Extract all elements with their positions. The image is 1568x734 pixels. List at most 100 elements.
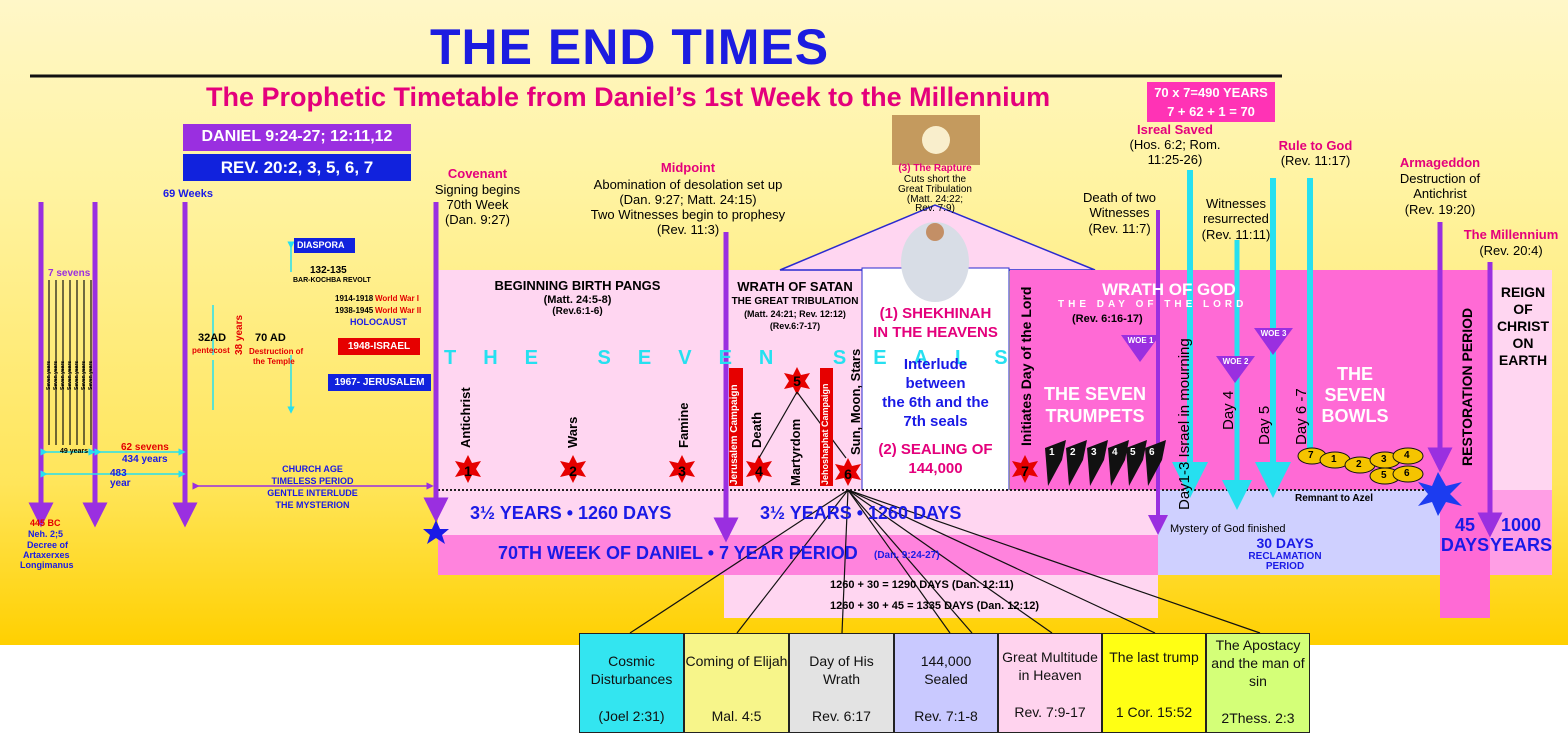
page-subtitle: The Prophetic Timetable from Daniel’s 1s… [206,82,1051,112]
ww1-years: 1914-1918 [335,294,374,303]
seven-years-label: Seven years [88,360,94,390]
midpoint-line-3: (Dan. 9:27; Matt. 24:15) [619,192,757,207]
birth-pangs-ref-2: (Rev.6:1-6) [552,306,603,317]
rapture-line-5: Rev. 7:9) [915,203,955,214]
seventieth-week-ref: (Dan. 9:24-27) [874,550,940,561]
trumpet-flags [1045,440,1166,486]
israel1948-chip: 1948-ISRAEL [338,338,420,355]
mystery-label: Mystery of God finished [1170,523,1286,535]
great-trib-title: THE GREAT TRIBULATION [731,296,859,307]
witnesses-res-line-3: (Rev. 11:11) [1201,227,1271,242]
midpoint-line-2: Abomination of desolation set up [593,177,783,192]
seal-star-4 [746,455,772,483]
seal-star-7 [1012,455,1038,483]
great-trib-ref: (Matt. 24:21; Rev. 12:12) [744,309,846,319]
bottom-box-ref: Rev. 6:17 [812,708,871,724]
seven-years-label: Seven years [74,360,80,390]
seal-label-sun-moon-stars: Sun, Moon, Stars [848,348,863,455]
covenant-line-4: (Dan. 9:27) [444,212,511,227]
bottom-box-title: Great Multitude in Heaven [1002,649,1098,683]
diaspora-chip: DIASPORA [294,238,355,253]
church-label-2: TIMELESS PERIOD [271,476,354,486]
seal-star-3 [669,455,695,483]
midpoint-line-4: Two Witnesses begin to prophesy [590,207,786,222]
bowl-num: 6 [1404,468,1410,479]
reign-line-3: CHRIST [1496,318,1550,334]
bottom-box-ref: 2Thess. 2:3 [1221,710,1295,726]
day5-label: Day 5 [1256,405,1273,445]
bottom-box-trump: The last trump 1 Cor. 15:52 [1102,633,1206,733]
jerusalem-campaign-bar [729,368,743,486]
seal-num-3: 3 [678,463,686,479]
destruction-label-1: Destruction of [249,347,304,356]
rapture-title: (3) The Rapture [898,163,972,174]
interlude-line-4: 7th seals [903,413,968,430]
interlude-line-3: the 6th and the [882,394,989,411]
interlude-line-2: between [905,375,966,392]
woe3-label: WOE 3 [1260,329,1287,338]
church-label-1: CHURCH AGE [282,464,343,474]
reign-band [1492,270,1552,490]
israel-saved-line-3: 11:25-26) [1147,152,1203,167]
seal-num-2: 2 [569,463,577,479]
forty-nine-years-label: 49 years [60,448,89,455]
bottom-box-elijah: Coming of Elijah Mal. 4:5 [684,633,789,733]
math-line-2: 7 + 62 + 1 = 70 [1167,104,1255,119]
daniel-ref: DANIEL 9:24-27; 12:11,12 [201,128,393,145]
seal-label-death: Death [749,411,764,448]
seal-num-6: 6 [844,466,852,482]
decree-label-1: Decree of [27,540,69,550]
ww2-years: 1938-1945 [335,306,374,315]
days1335-label: 1260 + 30 + 45 = 1335 DAYS (Dan. 12:12) [830,600,1040,612]
kochba-years: 132-135 [310,265,347,276]
days1290-label: 1260 + 30 = 1290 DAYS (Dan. 12:11) [830,579,1014,591]
kochba-label: BAR-KOCHBA REVOLT [293,277,371,284]
trumpet-num: 5 [1130,447,1136,458]
ad70-label: 70 AD [255,332,286,344]
seal-label-wars: Wars [565,416,580,448]
reclamation-line-2: PERIOD [1265,561,1305,572]
day67-label: Day 6 -7 [1293,388,1310,445]
interlude-panel [861,267,1010,497]
seal5-link-death [758,391,798,459]
forty-five-days-band [1440,490,1490,618]
ww2-label: World War II [375,306,422,315]
trumpet-num: 1 [1049,447,1055,458]
birth-pangs-ref: (Matt. 24:5-8) [543,294,612,306]
seven-years-label: Seven years [53,360,59,390]
armageddon-line-3: Antichrist [1413,186,1467,201]
seal-star-1 [455,455,481,483]
thirtyeight-years-label: 38 years [234,314,245,355]
witness-death-line-2: Witnesses [1089,205,1150,220]
bowl-num: 3 [1381,454,1387,465]
midpoint-line-5: (Rev. 11:3) [656,222,720,237]
shekhinah-line-2: IN THE HEAVENS [873,324,998,341]
armageddon-line-4: (Rev. 19:20) [1404,202,1476,217]
covenant-line-3: 70th Week [446,197,509,212]
seven-bowls-line-2: SEVEN [1324,385,1386,405]
bottom-box-title: 144,000 Sealed [920,653,972,687]
trumpet-num: 4 [1112,447,1118,458]
seal-label-famine: Famine [676,402,691,448]
witnesses-res-line-1: Witnesses [1206,196,1266,211]
shekhinah-line-1: (1) SHEKHINAH [879,305,992,322]
holocaust-label: HOLOCAUST [350,317,407,327]
forty-five-line-1: 45 [1454,515,1476,535]
bc445-label: 445 BC [30,518,61,528]
bowl-num: 4 [1404,450,1410,461]
decree-label-2: Artaxerxes [23,550,70,560]
bottom-box-ref: Rev. 7:9-17 [1014,704,1086,720]
wrath-god-ref: (Rev. 6:16-17) [1072,313,1143,325]
reign-line-4: ON [1512,335,1534,351]
bottom-box-title: Cosmic Disturbances [590,653,673,687]
pentecost-label: pentecost [192,346,230,355]
rule-title: Rule to God [1278,138,1353,153]
seal-label-martyrdom: Martyrdom [788,418,803,486]
bottom-box-apostacy: The Apostacy and the man of sin 2Thess. … [1206,633,1310,733]
bottom-box-ref: Mal. 4:5 [711,708,762,724]
midpoint-title: Midpoint [660,160,716,175]
trumpet-num: 3 [1091,447,1097,458]
bottom-box-wrath: Day of His Wrath Rev. 6:17 [789,633,894,733]
rapture-line-2: Cuts short the [903,174,967,185]
day4-label: Day 4 [1220,390,1237,430]
